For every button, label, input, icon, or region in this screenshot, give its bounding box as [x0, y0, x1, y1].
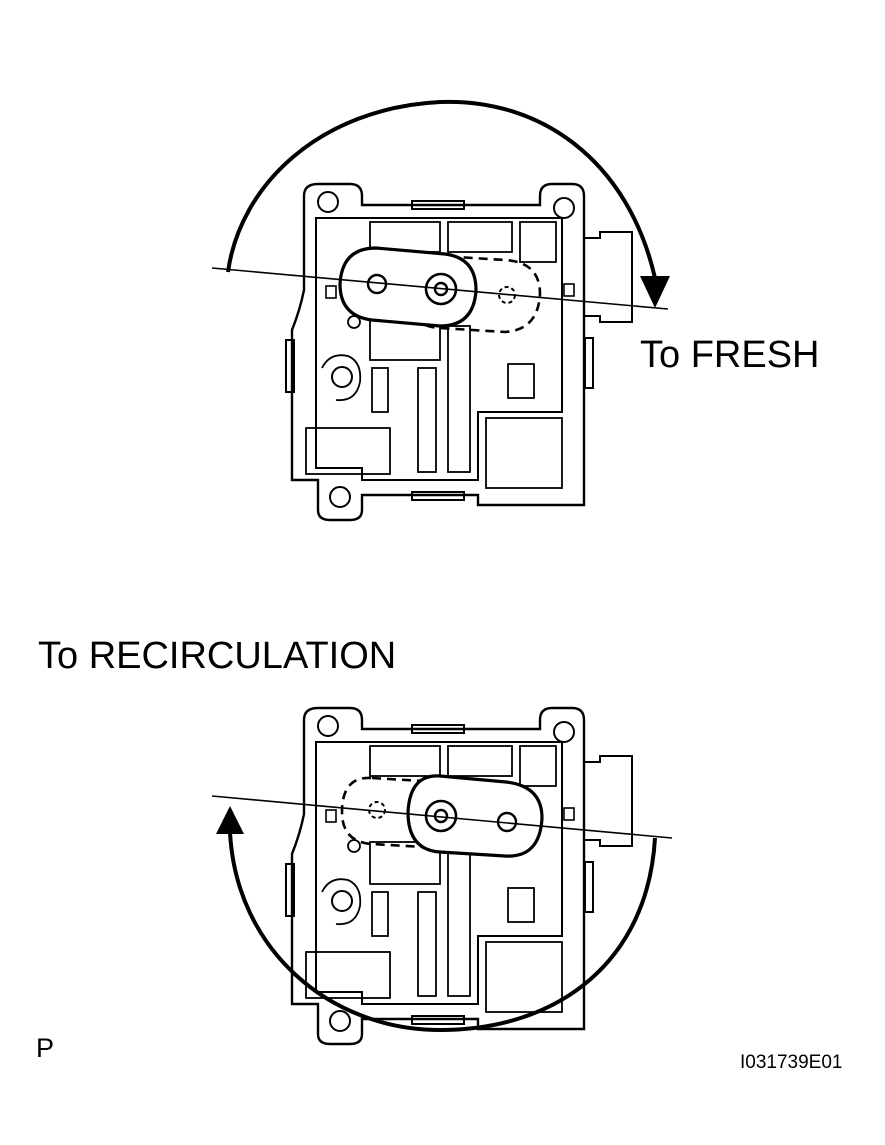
rotation-arc-top — [226, 99, 657, 279]
to-fresh-label: To FRESH — [640, 334, 820, 376]
corner-letter-label: P — [36, 1033, 55, 1063]
arrowhead-bottom — [216, 806, 244, 834]
reference-line-top — [211, 267, 669, 310]
lever-top — [338, 246, 478, 328]
actuator-housing-top — [284, 182, 634, 522]
arrowhead-top — [640, 276, 670, 308]
to-recirculation-label: To RECIRCULATION — [38, 635, 397, 677]
reference-line-bottom — [211, 795, 673, 839]
ghost-lever-top — [406, 254, 542, 334]
lever-shaft-top — [424, 272, 458, 306]
rotation-arc-bottom — [228, 831, 657, 1033]
actuator-housing-bottom — [284, 706, 634, 1046]
fresh-view — [211, 99, 670, 522]
lever-bottom — [406, 774, 544, 858]
recirculation-view — [211, 706, 673, 1046]
figure-id-label: I031739E01 — [740, 1052, 843, 1073]
